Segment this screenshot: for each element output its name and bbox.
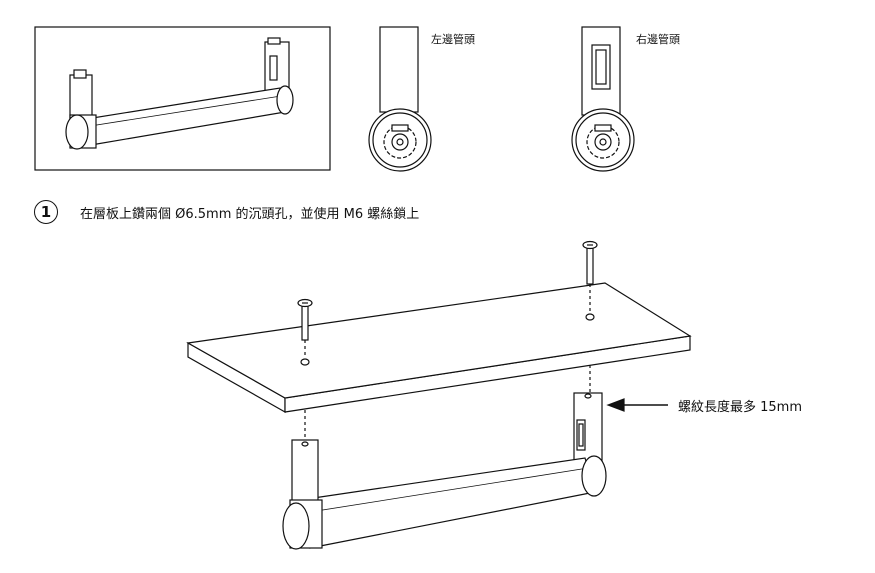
overview-panel (34, 26, 331, 171)
end-cap (282, 502, 310, 550)
end-cap (65, 114, 89, 150)
hole (585, 313, 595, 321)
rod-assembly (282, 392, 607, 550)
right-head-view (571, 26, 635, 172)
arrow-icon (606, 398, 668, 412)
screw (297, 298, 313, 358)
screw (582, 240, 598, 313)
hole (300, 358, 310, 366)
rod (299, 457, 596, 549)
thread-length-note: 螺紋長度最多 15mm (678, 400, 803, 415)
left-head-label: 左邊管頭 (431, 33, 475, 46)
shelf (186, 282, 692, 414)
left-head-view (368, 26, 432, 172)
step-number-badge: 1 (34, 200, 58, 224)
step-instruction: 在層板上鑽兩個 Ø6.5mm 的沉頭孔，並使用 M6 螺絲鎖上 (80, 207, 420, 222)
right-head-label: 右邊管頭 (636, 33, 680, 46)
left-bracket (291, 439, 319, 509)
